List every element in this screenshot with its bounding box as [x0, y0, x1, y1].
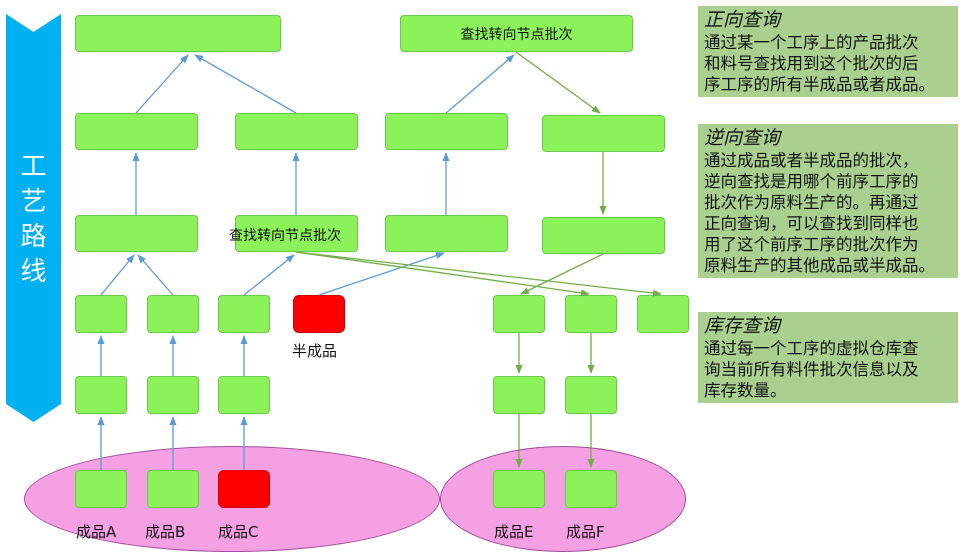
semi-finished-node[interactable]	[293, 295, 345, 333]
inventory-query-panel: 库存查询 通过每一个工序的虚拟仓库查 询当前所有料件批次信息以及 库存数量。	[698, 312, 958, 403]
process-node[interactable]	[565, 295, 617, 333]
process-node[interactable]	[75, 113, 198, 150]
reverse-query-line: 原料生产的其他成品或半成品。	[704, 256, 935, 275]
forward-query-panel: 正向查询 通过某一个工序上的产品批次 和料号查找用到这个批次的后 序工序的所有半…	[698, 6, 958, 97]
inventory-query-line: 通过每一个工序的虚拟仓库查	[704, 339, 919, 358]
query-node-label: 查找转向节点批次	[460, 26, 573, 43]
product-c-label: 成品C	[218, 523, 259, 541]
arrow	[445, 54, 515, 114]
reverse-query-line: 通过成品或者半成品的批次，	[704, 151, 919, 170]
forward-query-line: 和料号查找用到这个批次的后	[704, 54, 919, 73]
inventory-query-line: 库存数量。	[704, 381, 787, 400]
product-e-label: 成品E	[494, 523, 534, 541]
arrow	[100, 254, 135, 296]
product-a-label: 成品A	[76, 523, 117, 541]
reverse-query-line: 用了这个前序工序的批次作为	[704, 235, 919, 254]
process-node[interactable]	[542, 115, 665, 152]
arrow	[520, 253, 604, 295]
product-f-label: 成品F	[566, 523, 605, 541]
query-node-top[interactable]: 查找转向节点批次	[400, 15, 633, 52]
reverse-query-line: 正向查询，可以查找到同样也	[704, 214, 919, 233]
inventory-query-title: 库存查询	[704, 315, 781, 337]
forward-query-title: 正向查询	[704, 9, 781, 31]
arrow	[318, 252, 445, 296]
arrow	[243, 254, 295, 296]
process-node[interactable]	[493, 376, 545, 414]
arrow	[295, 251, 590, 297]
process-route-label: 工 艺 路 线	[20, 152, 47, 287]
reverse-query-panel: 逆向查询 通过成品或者半成品的批次， 逆向查找是用哪个前序工序的 批次作为原料生…	[698, 124, 958, 278]
process-node[interactable]	[385, 113, 508, 150]
process-node[interactable]	[235, 113, 358, 150]
forward-query-line: 序工序的所有半成品或者成品。	[704, 75, 935, 94]
process-route-banner	[6, 14, 61, 422]
process-node[interactable]	[218, 376, 270, 414]
arrow	[515, 51, 601, 114]
process-node[interactable]	[147, 376, 199, 414]
process-node[interactable]	[565, 376, 617, 414]
arrow	[137, 254, 174, 296]
reverse-query-title: 逆向查询	[704, 127, 781, 149]
query-node-overlay-label: 查找转向节点批次	[229, 228, 341, 244]
process-node[interactable]	[385, 215, 508, 252]
reverse-query-line: 批次作为原料生产的。再通过	[704, 193, 919, 212]
process-node[interactable]	[75, 295, 127, 333]
process-node[interactable]	[75, 15, 281, 52]
process-node[interactable]	[75, 215, 198, 252]
product-f-node[interactable]	[565, 470, 617, 508]
process-node[interactable]	[218, 295, 270, 333]
reverse-query-line: 逆向查找是用哪个前序工序的	[704, 172, 919, 191]
process-node[interactable]	[542, 217, 665, 254]
product-b-label: 成品B	[145, 523, 186, 541]
product-b-node[interactable]	[147, 470, 199, 508]
process-node[interactable]	[75, 376, 127, 414]
product-a-node[interactable]	[75, 470, 127, 508]
process-node[interactable]	[147, 295, 199, 333]
forward-query-line: 通过某一个工序上的产品批次	[704, 33, 919, 52]
finished-products-group-right	[440, 446, 686, 552]
product-e-node[interactable]	[493, 470, 545, 508]
product-c-node[interactable]	[218, 470, 270, 508]
arrow	[194, 54, 297, 114]
arrow	[295, 251, 662, 297]
process-node[interactable]	[637, 295, 689, 333]
arrow	[135, 54, 189, 114]
process-node[interactable]	[493, 295, 545, 333]
inventory-query-line: 询当前所有料件批次信息以及	[704, 360, 919, 379]
semi-finished-label: 半成品	[292, 342, 338, 360]
